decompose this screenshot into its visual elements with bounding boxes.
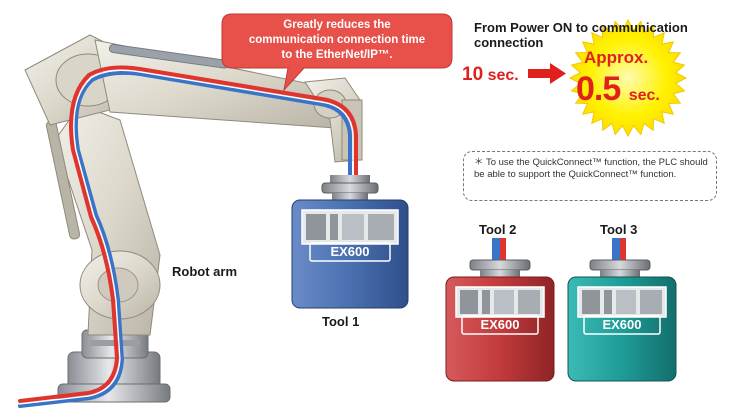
- tool1-module: [291, 175, 409, 309]
- tool2-label: Tool 2: [479, 222, 517, 237]
- after-time-unit: sec.: [628, 87, 660, 104]
- tool1-module-label: EX600: [330, 244, 370, 259]
- starburst: [568, 18, 688, 138]
- robot-cables: [18, 65, 358, 408]
- callout-text: Greatly reduces the communication connec…: [226, 18, 448, 63]
- before-time-value: 10: [462, 64, 484, 85]
- before-time: 10 sec.: [462, 64, 519, 86]
- tool3-module-label: EX600: [602, 317, 642, 332]
- callout-line-2: communication connection time: [248, 34, 426, 46]
- tool2-module-label: EX600: [480, 317, 520, 332]
- before-time-unit: sec.: [487, 67, 519, 84]
- callout-line-3: to the EtherNet/IP™.: [281, 49, 393, 61]
- callout-bubble: [221, 13, 453, 92]
- callout-line-1: Greatly reduces the: [283, 19, 391, 31]
- after-time: 0.5 sec.: [576, 70, 660, 109]
- speed-arrow: [528, 63, 566, 84]
- quickconnect-note: ＊ To use the QuickConnect™ function, the…: [463, 151, 717, 201]
- tool2-module: [445, 238, 555, 382]
- tool1-label: Tool 1: [322, 314, 360, 329]
- tool3-module: [567, 238, 677, 382]
- tool3-label: Tool 3: [600, 222, 638, 237]
- headline: From Power ON to communication connectio…: [474, 20, 688, 50]
- after-time-value: 0.5: [576, 70, 621, 108]
- robot-arm-label: Robot arm: [172, 264, 237, 279]
- robot-arm: [18, 34, 363, 408]
- after-time-prefix: Approx.: [584, 48, 649, 67]
